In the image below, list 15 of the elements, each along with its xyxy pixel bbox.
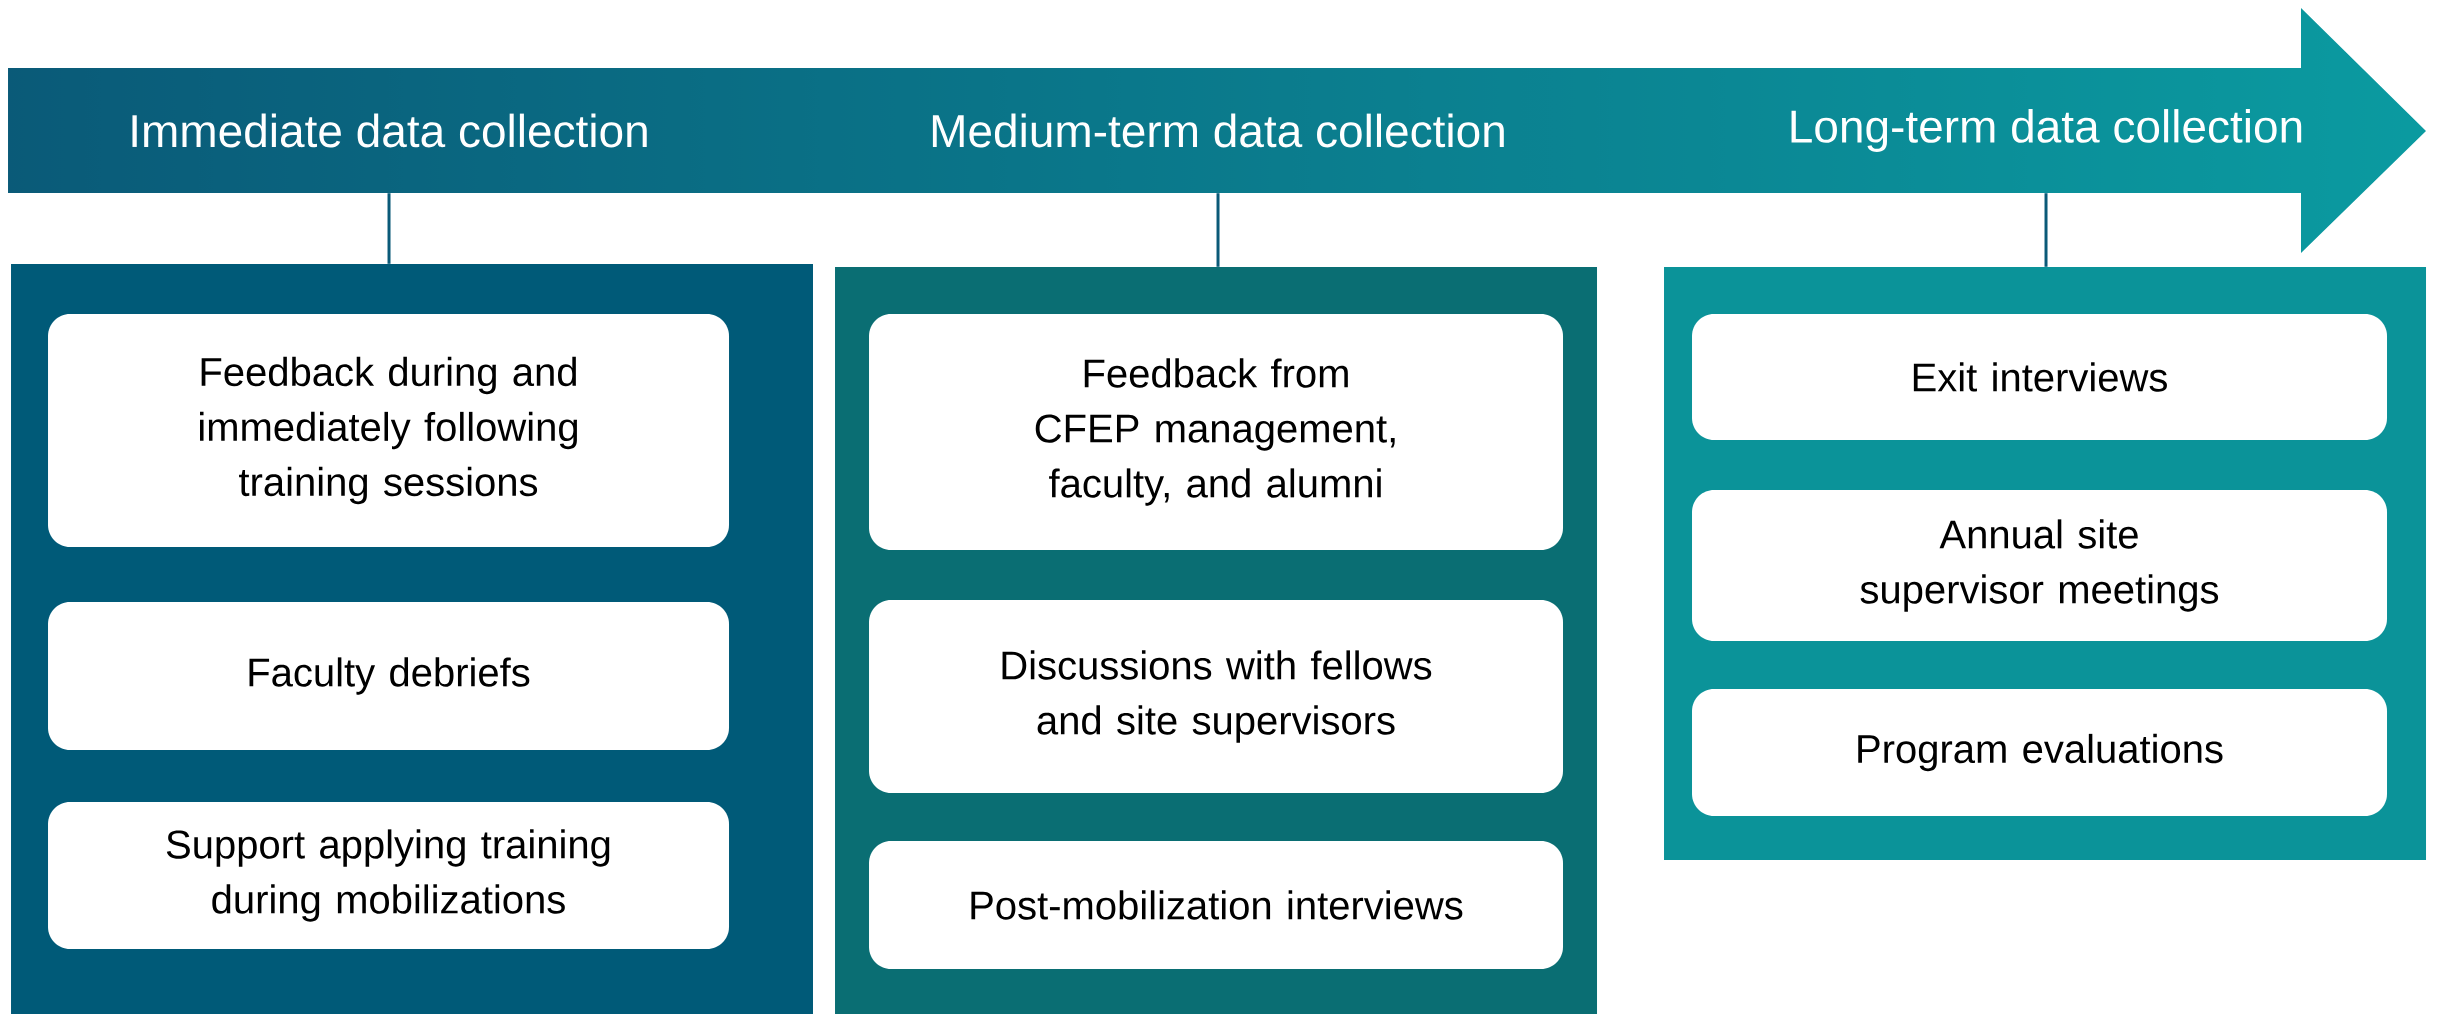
connector-line bbox=[1216, 193, 1220, 267]
stage-heading: Long-term data collection bbox=[1791, 109, 2302, 152]
method-card: Annual site supervisor meetings bbox=[1692, 490, 2387, 641]
method-card: Program evaluations bbox=[1692, 689, 2387, 816]
method-card: Exit interviews bbox=[1692, 314, 2387, 440]
method-card: Post-mobilization interviews bbox=[869, 841, 1563, 969]
connector-line bbox=[2044, 193, 2048, 267]
method-card: Feedback from CFEP management, faculty, and alumni bbox=[869, 314, 1563, 550]
method-card: Feedback during and immediately following training sessions bbox=[48, 314, 729, 547]
method-card: Faculty debriefs bbox=[48, 602, 729, 750]
connector-line bbox=[387, 193, 391, 264]
stage-heading: Immediate data collection bbox=[132, 113, 647, 148]
method-card: Support applying training during mobilizations bbox=[48, 802, 729, 949]
method-card: Discussions with fellows and site supervisors bbox=[869, 600, 1563, 793]
stage-heading: Medium-term data collection bbox=[932, 113, 1504, 148]
